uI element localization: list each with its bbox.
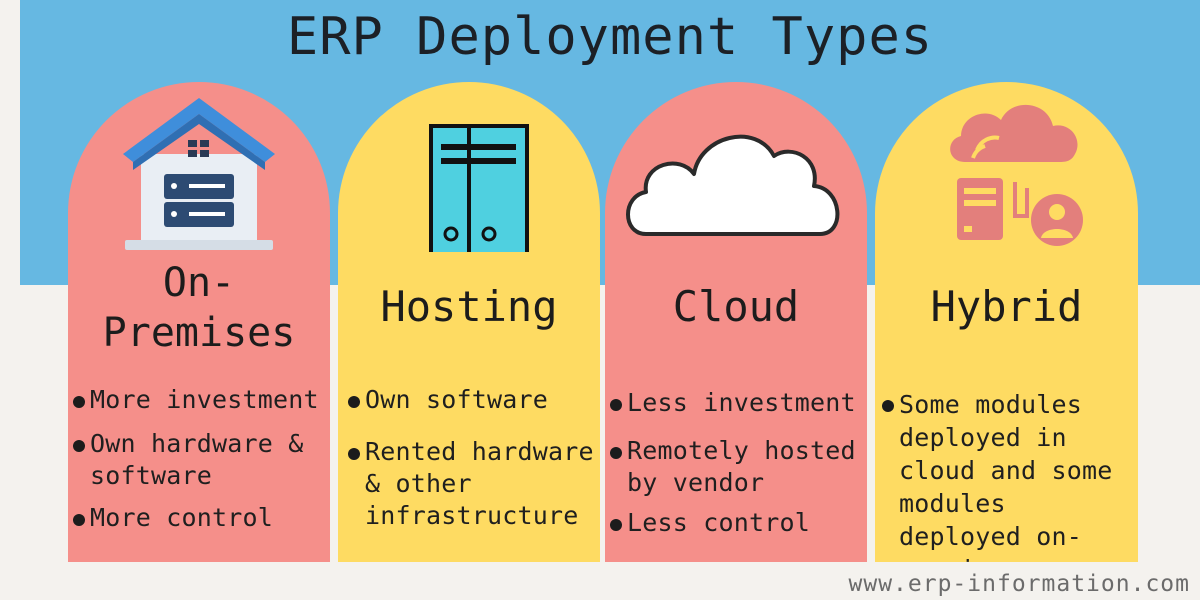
bullet-list: Own software Rented hardware & other inf…: [338, 384, 600, 548]
card-heading: Cloud: [672, 282, 800, 331]
page-title: ERP Deployment Types: [286, 7, 934, 67]
list-item: Own hardware & software: [73, 428, 330, 492]
footer-url: www.erp-information.com: [848, 571, 1190, 597]
list-item: Rented hardware & other infrastructure: [348, 436, 600, 532]
card-heading: On- Premises: [68, 258, 330, 358]
bullet-list: Some modules deployed in cloud and some …: [875, 388, 1138, 562]
list-item: Some modules deployed in cloud and some …: [882, 388, 1138, 562]
card-hosting: Hosting Own software Rented hardware & o…: [338, 82, 600, 562]
server-transfer-icon: [338, 92, 600, 252]
list-item: Remotely hosted by vendor: [610, 435, 867, 499]
list-item: Own software: [348, 384, 600, 416]
card-heading: Hybrid: [930, 282, 1083, 331]
house-server-icon: [68, 92, 330, 252]
card-on-premises: On- Premises More investment Own hardwar…: [68, 82, 330, 562]
card-cloud: Cloud Less investment Remotely hosted by…: [605, 82, 867, 562]
list-item: Less investment: [610, 387, 867, 419]
card-heading: Hosting: [380, 282, 558, 331]
bullet-list: More investment Own hardware & software …: [68, 384, 330, 550]
card-heading-line-1: On-: [162, 260, 236, 306]
card-heading-line-2: Premises: [102, 310, 296, 356]
hybrid-cloud-server-icon: [875, 92, 1138, 252]
cloud-icon: [605, 92, 867, 252]
list-item: More control: [73, 502, 330, 534]
list-item: More investment: [73, 384, 330, 416]
bullet-list: Less investment Remotely hosted by vendo…: [605, 387, 867, 555]
card-hybrid: Hybrid Some modules deployed in cloud an…: [875, 82, 1138, 562]
list-item: Less control: [610, 507, 867, 539]
